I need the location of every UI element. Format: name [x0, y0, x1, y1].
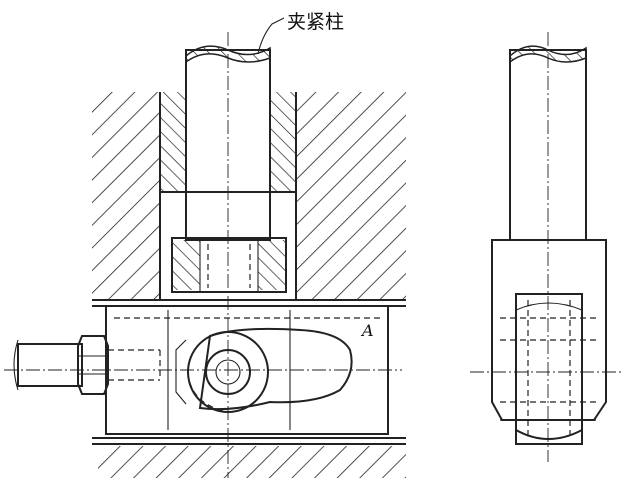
nut-left-hatch: [172, 240, 200, 290]
push-rod: [17, 343, 83, 387]
bushing-left-hatch: [160, 92, 186, 192]
slot-top-curve: [515, 302, 583, 311]
cam-pin-hole: [215, 359, 241, 385]
rod-break: [13, 339, 19, 391]
point-a-label: A: [360, 321, 374, 340]
rod-hex-nut: [77, 335, 109, 395]
cam-bracket: [175, 339, 187, 405]
left-body-hatch: [92, 92, 160, 300]
label-leader-line: [257, 17, 285, 55]
slot-bottom-curve: [515, 429, 583, 440]
side-view-slot: [515, 293, 583, 445]
nut-inner: [199, 237, 259, 293]
bushing-right-hatch: [270, 92, 296, 192]
clamp-column-label: 夹紧柱: [287, 11, 344, 33]
side-view-fork: [491, 239, 607, 421]
nut-right-hatch: [258, 240, 286, 290]
cam-hidden-arc: [187, 371, 229, 413]
right-body-hatch: [296, 92, 406, 300]
cam-pin-circle: [205, 349, 251, 395]
cam-lever: [198, 327, 353, 411]
base-hatch: [98, 446, 406, 478]
